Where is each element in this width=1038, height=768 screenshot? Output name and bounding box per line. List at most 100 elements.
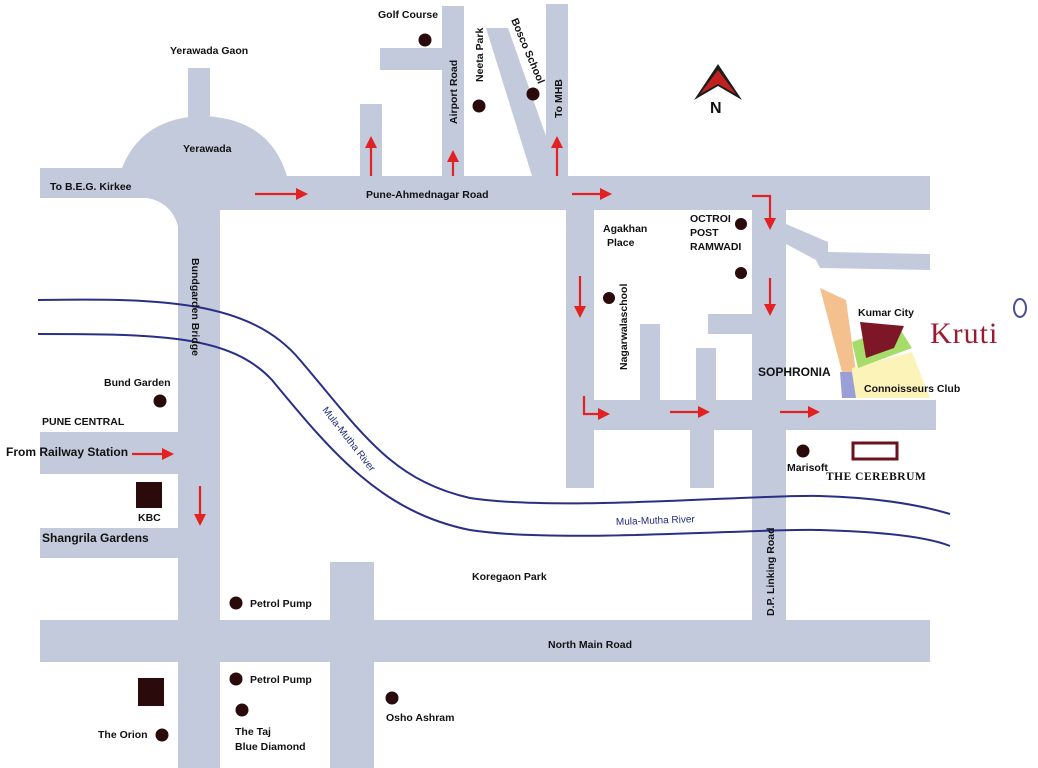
golf-course-road [380, 48, 442, 70]
label-golf-course: Golf Course [378, 9, 438, 21]
river-layer [37, 298, 951, 547]
arrow-up-icon [551, 136, 563, 176]
label-octroi-3: RAMWADI [690, 241, 741, 253]
koregaon-cross-road [594, 400, 936, 430]
side-stub-2 [708, 314, 756, 334]
marker-ramwadi [735, 267, 747, 279]
yerawada-junction [118, 116, 288, 180]
label-kbc: KBC [138, 512, 161, 524]
marker-golf-course [418, 33, 432, 47]
label-octroi-2: POST [690, 227, 719, 239]
label-agakhan-1: Agakhan [603, 223, 647, 235]
shangrila-road [40, 528, 180, 558]
north-arrow-icon [694, 64, 742, 100]
label-beg-kirkee: To B.E.G. Kirkee [50, 181, 132, 193]
arrow-right-icon [670, 406, 710, 418]
side-stub-4 [696, 348, 716, 402]
label-nagarwala: Nagarwalaschool [618, 284, 630, 370]
plot-yellow [852, 352, 930, 398]
plot-purple [840, 372, 856, 398]
label-north-main: North Main Road [548, 639, 632, 651]
roads-layer [40, 4, 936, 768]
arrow-elbow-head-icon [598, 408, 610, 420]
label-bundgarden-bridge: Bundgarden Bridge [189, 258, 201, 356]
label-shangrila: Shangrila Gardens [42, 531, 149, 545]
label-orion: The Orion [98, 729, 148, 741]
marker-nagarwala [603, 292, 615, 304]
bosco-road [486, 28, 560, 176]
marker-bosco-school [526, 87, 540, 101]
label-pune-central: PUNE CENTRAL [42, 416, 125, 428]
label-airport-road: Airport Road [448, 60, 460, 124]
marker-neeta-park [472, 99, 486, 113]
label-pune-ahmednagar: Pune-Ahmednagar Road [366, 189, 489, 201]
airport-road-strip [442, 6, 464, 178]
marker-petrol-pump-1 [229, 596, 243, 610]
label-bund-garden: Bund Garden [104, 377, 171, 389]
marker-orion [155, 728, 169, 742]
river-bank-north [37, 298, 951, 515]
arrow-right-icon [572, 188, 612, 200]
pune-ahmednagar-road-strip [200, 176, 930, 210]
markers-layer [136, 33, 810, 742]
arrow-down-icon [764, 278, 776, 316]
arrow-up-icon [365, 136, 377, 176]
arrow-down-icon [574, 276, 586, 318]
yerawada-gaon-road [188, 68, 210, 128]
arrow-down-icon [194, 486, 206, 526]
marker-cerebrum [851, 441, 899, 461]
label-cerebrum: THE CEREBRUM [826, 471, 926, 483]
label-marisoft: Marisoft [787, 462, 828, 474]
to-mhb-road [546, 4, 568, 176]
river-label-2: Mula-Mutha River [616, 514, 696, 528]
compass-letter: N [710, 100, 722, 117]
label-petrol-pump-2: Petrol Pump [250, 674, 312, 686]
label-koregaon-park: Koregaon Park [472, 571, 547, 583]
label-connoisseurs: Connoisseurs Club [864, 383, 960, 395]
side-stub-3 [640, 324, 660, 402]
arrow-elbow-head-icon [764, 218, 776, 230]
arrow-up-icon [447, 150, 459, 176]
marker-octroi-post [735, 218, 747, 230]
arrow-right-icon [132, 448, 174, 460]
label-agakhan-2: Place [607, 237, 635, 249]
label-octroi-1: OCTROI [690, 213, 731, 225]
brand-name: Kruti [930, 317, 998, 350]
ne-road [786, 224, 930, 270]
label-yerawada-gaon: Yerawada Gaon [170, 45, 248, 57]
label-yerawada: Yerawada [183, 143, 232, 155]
label-dp-linking: D.P. Linking Road [765, 528, 777, 616]
label-to-mhb: To MHB [553, 79, 565, 118]
brand-logo: Kruti [930, 298, 1027, 350]
koregaon-road [330, 562, 374, 768]
marker-bund-garden [153, 394, 167, 408]
river-bank-south [37, 333, 951, 547]
site-plots [820, 288, 930, 398]
plot-kumar-city [860, 322, 904, 358]
arrow-right-icon [780, 406, 820, 418]
arrow-elbow-icon [752, 194, 772, 220]
label-petrol-pump-1: Petrol Pump [250, 598, 312, 610]
bundgarden-road [178, 168, 220, 768]
label-neeta-park: Neeta Park [474, 28, 486, 82]
label-sophronia: SOPHRONIA [758, 365, 831, 379]
marker-osho [385, 691, 399, 705]
arrow-elbow-icon [582, 396, 600, 416]
marker-taj [235, 703, 249, 717]
north-main-road-strip [40, 620, 930, 662]
label-taj-2: Blue Diamond [235, 741, 306, 753]
arrow-right-icon [255, 188, 308, 200]
label-railway-station: From Railway Station [6, 445, 128, 459]
marker-orion-building [138, 678, 164, 706]
marker-marisoft [796, 444, 810, 458]
label-osho: Osho Ashram [386, 712, 454, 724]
side-stub-5 [690, 428, 714, 488]
marker-petrol-pump-2 [229, 672, 243, 686]
marker-kbc [136, 482, 162, 508]
label-kumar-city: Kumar City [858, 307, 914, 319]
agakhan-road [566, 206, 594, 488]
plot-orange [820, 288, 856, 372]
label-taj-1: The Taj [235, 726, 271, 738]
